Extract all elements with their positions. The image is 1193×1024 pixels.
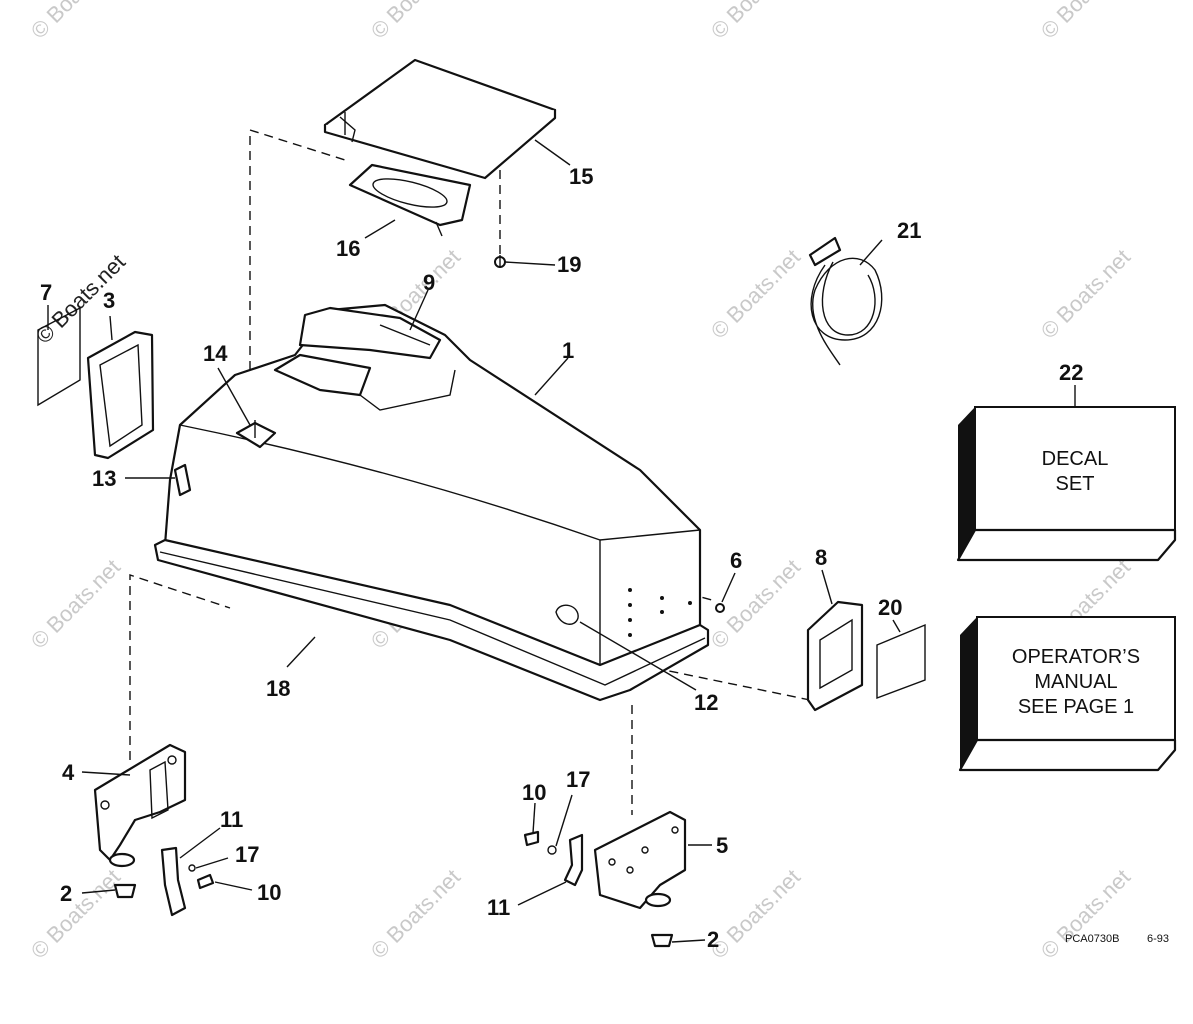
part-7-decal — [37, 306, 81, 407]
callout-16: 16 — [336, 236, 360, 261]
callout-20: 20 — [878, 595, 902, 620]
callout-3: 3 — [103, 288, 115, 313]
callout-13: 13 — [92, 466, 116, 491]
watermark: © Boats.net — [366, 864, 465, 963]
callout-11b: 11 — [487, 895, 510, 920]
part-16-gasket — [348, 163, 472, 237]
alignment-lines — [129, 129, 811, 815]
part-4-left-bracket — [93, 743, 187, 868]
part-6-screw — [715, 603, 725, 613]
manual-line3: SEE PAGE 1 — [1018, 696, 1134, 718]
part-21-cable — [808, 236, 883, 366]
watermark: © Boats.net — [706, 0, 805, 44]
callout-17b: 17 — [566, 767, 590, 792]
part-5-right-bracket — [593, 810, 687, 910]
watermark: © Boats.net — [1036, 0, 1135, 44]
part-11-strap — [160, 846, 187, 917]
watermark: © Boats.net — [1036, 244, 1135, 343]
watermark: © Boats.net — [26, 864, 125, 963]
callout-2b: 2 — [707, 927, 719, 952]
part-18-seal — [153, 538, 710, 702]
decal-set-line2: SET — [1056, 473, 1095, 495]
callout-9: 9 — [423, 270, 435, 295]
callout-22: 22 — [1059, 360, 1083, 385]
leader-lines — [47, 139, 1076, 943]
manual-line2: MANUAL — [1034, 671, 1117, 693]
callout-10b: 10 — [522, 780, 546, 805]
callout-17a: 17 — [235, 842, 259, 867]
callout-2a: 2 — [60, 881, 72, 906]
part-8-side-panel — [806, 600, 864, 712]
callout-labels: 15 16 19 9 1 14 13 3 7 21 22 6 8 20 12 1… — [40, 164, 1083, 952]
watermark: © Boats.net — [706, 864, 805, 963]
callout-10a: 10 — [257, 880, 281, 905]
callout-6: 6 — [730, 548, 742, 573]
drawing-date: 6-93 — [1147, 933, 1169, 945]
watermark: © Boats.net — [366, 0, 465, 44]
watermark: © Boats.net — [1036, 864, 1135, 963]
part-15-top-cover — [323, 58, 557, 180]
callout-7: 7 — [40, 280, 52, 305]
callout-19: 19 — [557, 252, 581, 277]
callout-4: 4 — [62, 760, 75, 785]
watermark: © Boats.net — [26, 554, 125, 653]
operators-manual-box: OPERATOR’S MANUAL SEE PAGE 1 — [958, 616, 1177, 772]
manual-line1: OPERATOR’S — [1012, 646, 1140, 668]
part-19-screw — [494, 255, 506, 268]
watermark: © Boats.net — [26, 0, 125, 44]
part-20-decal — [876, 623, 926, 700]
watermark: © Boats.net — [706, 244, 805, 343]
callout-11a: 11 — [220, 807, 243, 832]
part-10-17-hardware — [188, 864, 215, 890]
drawing-code: PCA0730B — [1065, 933, 1119, 945]
part-2-bumper — [113, 883, 674, 948]
decal-set-box: DECAL SET — [956, 406, 1177, 562]
callout-15: 15 — [569, 164, 593, 189]
callout-21: 21 — [897, 218, 921, 243]
callout-1: 1 — [562, 338, 574, 363]
callout-12: 12 — [694, 690, 718, 715]
decal-set-line1: DECAL — [1042, 448, 1109, 470]
callout-8: 8 — [815, 545, 827, 570]
callout-18: 18 — [266, 676, 290, 701]
part-3-side-plate — [86, 330, 155, 460]
callout-5: 5 — [716, 833, 728, 858]
part-11-right-strap — [523, 830, 584, 887]
callout-14: 14 — [203, 341, 228, 366]
